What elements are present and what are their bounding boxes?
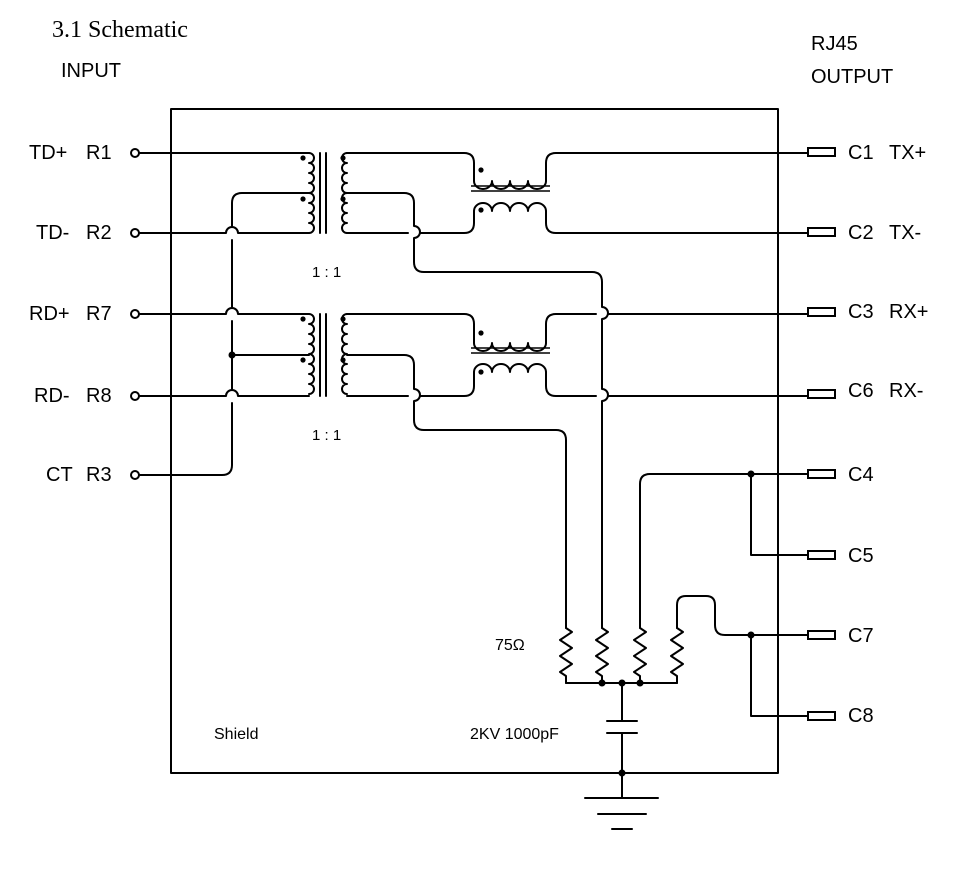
ground-icon bbox=[584, 797, 659, 830]
output-pin-c1: C1 bbox=[848, 142, 874, 164]
output-terminal-c2 bbox=[807, 227, 836, 237]
rx-signal-wiring bbox=[346, 313, 809, 629]
output-header-line1: RJ45 bbox=[811, 33, 858, 55]
input-terminal-r8 bbox=[130, 391, 140, 401]
input-pin-labels: TD+ R1 TD- R2 RD+ R7 RD- R8 CT R3 bbox=[29, 142, 112, 486]
input-terminal-r7 bbox=[130, 309, 140, 319]
tx-common-mode-choke bbox=[471, 167, 550, 213]
resistor-r4 bbox=[670, 627, 684, 684]
input-terminal-r2 bbox=[130, 228, 140, 238]
input-signal-td-minus: TD- bbox=[36, 222, 69, 244]
capacitor-and-ground bbox=[584, 682, 659, 830]
tx-isolation-transformer bbox=[300, 152, 348, 234]
output-pin-c6: C6 bbox=[848, 380, 874, 402]
output-pin-labels: C1 TX+ C2 TX- C3 RX+ C6 RX- C4 C5 C7 C8 bbox=[848, 142, 928, 727]
output-pin-c5: C5 bbox=[848, 545, 874, 567]
input-pin-r1: R1 bbox=[86, 142, 112, 164]
output-pin-c7: C7 bbox=[848, 625, 874, 647]
unused-pair-wiring bbox=[639, 470, 809, 717]
module-outline bbox=[170, 108, 779, 774]
output-header-line2: OUTPUT bbox=[811, 66, 893, 88]
input-pin-r7: R7 bbox=[86, 303, 112, 325]
input-terminal-r3 bbox=[130, 470, 140, 480]
input-signal-rd-minus: RD- bbox=[34, 385, 70, 407]
rx-transformer-ratio-label: 1 : 1 bbox=[312, 427, 341, 444]
output-signal-tx-plus: TX+ bbox=[889, 142, 926, 164]
rx-common-mode-choke bbox=[471, 330, 550, 375]
tx-transformer-ratio-label: 1 : 1 bbox=[312, 264, 341, 281]
shield-label: Shield bbox=[214, 726, 258, 743]
resistor-r3 bbox=[633, 627, 647, 684]
input-signal-td-plus: TD+ bbox=[29, 142, 67, 164]
input-pin-r8: R8 bbox=[86, 385, 112, 407]
input-signal-ct: CT bbox=[46, 464, 73, 486]
termination-resistors bbox=[559, 627, 684, 687]
output-terminal-c3 bbox=[807, 307, 836, 317]
output-pin-c2: C2 bbox=[848, 222, 874, 244]
input-terminal-r1 bbox=[130, 148, 140, 158]
output-terminal-c6 bbox=[807, 389, 836, 399]
input-wiring bbox=[138, 152, 310, 476]
capacitor-value-label: 2KV 1000pF bbox=[470, 726, 559, 743]
output-terminal-c1 bbox=[807, 147, 836, 157]
output-terminal-c4 bbox=[807, 469, 836, 479]
output-terminal-c8 bbox=[807, 711, 836, 721]
output-signal-rx-minus: RX- bbox=[889, 380, 923, 402]
output-pin-c3: C3 bbox=[848, 301, 874, 323]
input-pin-r3: R3 bbox=[86, 464, 112, 486]
output-signal-rx-plus: RX+ bbox=[889, 301, 928, 323]
output-terminal-c5 bbox=[807, 550, 836, 560]
resistor-r2 bbox=[595, 627, 609, 684]
input-terminals bbox=[130, 148, 140, 480]
diagram-title: 3.1 Schematic bbox=[52, 17, 188, 43]
output-signal-tx-minus: TX- bbox=[889, 222, 921, 244]
resistor-r1 bbox=[559, 627, 573, 684]
output-pin-c8: C8 bbox=[848, 705, 874, 727]
output-terminals bbox=[807, 147, 836, 721]
resistor-value-label: 75Ω bbox=[495, 637, 525, 654]
input-signal-rd-plus: RD+ bbox=[29, 303, 70, 325]
output-pin-c4: C4 bbox=[848, 464, 874, 486]
input-pin-r2: R2 bbox=[86, 222, 112, 244]
output-terminal-c7 bbox=[807, 630, 836, 640]
tx-signal-wiring bbox=[346, 152, 809, 629]
input-header: INPUT bbox=[61, 60, 121, 82]
